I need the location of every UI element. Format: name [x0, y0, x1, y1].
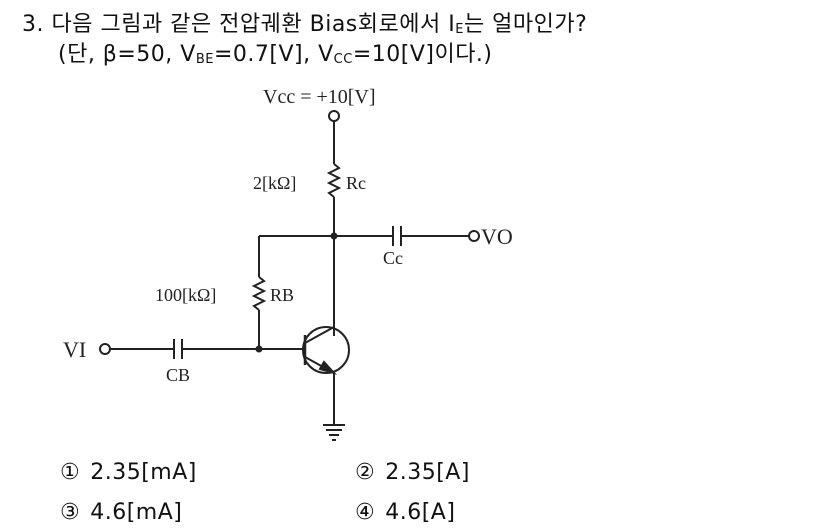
vo-label: VO — [481, 224, 513, 249]
vcc-terminal-icon — [328, 110, 340, 122]
question-text: 3. 다음 그림과 같은 전압궤환 Bias회로에서 IE는 얼마인가? — [22, 12, 588, 37]
vi-label: VI — [63, 337, 86, 362]
rb-name-label: RB — [270, 285, 294, 305]
ground-icon — [323, 424, 345, 441]
rc-resistor-icon — [326, 163, 342, 198]
vi-terminal-icon — [99, 343, 111, 355]
collector-junction-icon — [330, 232, 338, 240]
cb-label: CB — [166, 365, 190, 385]
rc-name-label: Rc — [346, 173, 366, 193]
rb-resistor-icon — [251, 276, 267, 311]
vcc-label: Vcc = +10[V] — [263, 86, 376, 108]
rb-value-label: 100[kΩ] — [155, 285, 216, 305]
circuit-diagram: Vcc = +10[V] 2[kΩ] Rc Cc VO 100[kΩ] RB V… — [63, 86, 513, 441]
question-number: 3. — [22, 12, 44, 37]
question-conditions: (단, β=50, VBE=0.7[V], VCC=10[V]이다.) — [58, 42, 493, 67]
rc-value-label: 2[kΩ] — [253, 173, 296, 193]
npn-transistor-icon — [302, 326, 350, 375]
cc-label: Cc — [383, 248, 403, 268]
vo-terminal-icon — [468, 230, 480, 242]
base-junction-icon — [255, 345, 263, 353]
